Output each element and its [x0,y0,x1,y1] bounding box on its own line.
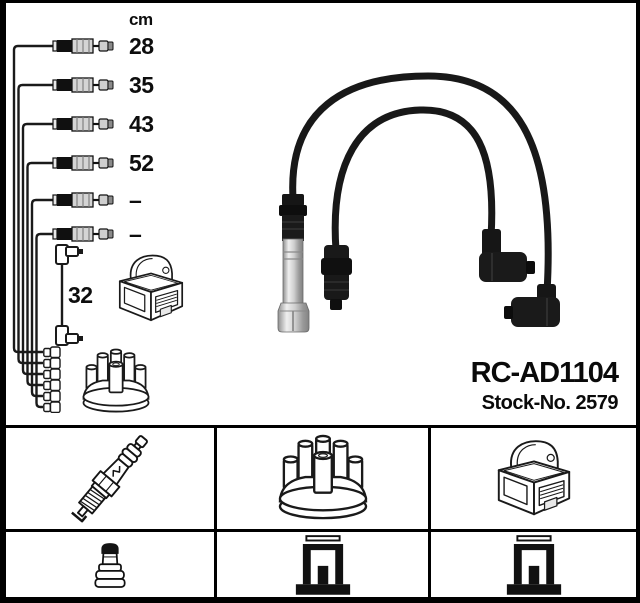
spark-plug-icon [67,429,155,527]
ignition-coil-drawing [118,254,184,322]
cable-length-label: – [129,221,142,247]
grid-cell-distributor-cap [217,428,428,529]
grid-cell-ignition-coil [431,428,636,529]
cable-end-bundle [43,346,61,413]
grid-cell-terminal-nut [6,532,214,597]
terminal-nut-icon [94,542,126,588]
coil-boot-black [321,245,352,310]
line-art-canvas [12,38,560,413]
ignition-coil-icon [497,439,570,515]
coil-wire-length-label: 32 [68,282,93,308]
right-angle-boot-upper [479,229,535,282]
coil-wire-drawing [55,244,83,346]
unit-label: cm [129,10,153,29]
cable-row-connectors [52,38,114,242]
grid-cell-spark-plug [6,428,214,529]
cables-photo [277,72,560,333]
distributor-cap-drawing [82,348,150,413]
cable-length-label: 28 [129,33,154,59]
spark-plug-boot-silver [277,194,310,333]
stock-number: Stock-No. 2579 [481,392,619,415]
connector-cross-section-icon [505,534,562,596]
grid-cell-connector-1 [217,532,428,597]
main-panel: cm 28 35 43 52 – – 32 RC-AD1104 Stock-No… [6,3,636,425]
cable-length-label: 43 [129,111,154,137]
right-angle-boot-lower [504,284,560,327]
distributor-cap-icon [278,434,367,519]
parts-grid [6,425,636,597]
cable-length-label: 35 [129,72,154,98]
cable-length-label: 52 [129,150,154,176]
part-number: RC-AD1104 [470,357,619,389]
part-number-block: RC-AD1104 Stock-No. 2579 [470,357,619,415]
connector-cross-section-icon [294,534,351,596]
length-diagram [12,44,53,409]
cable-length-label: – [129,187,142,213]
grid-cell-connector-2 [431,532,636,597]
